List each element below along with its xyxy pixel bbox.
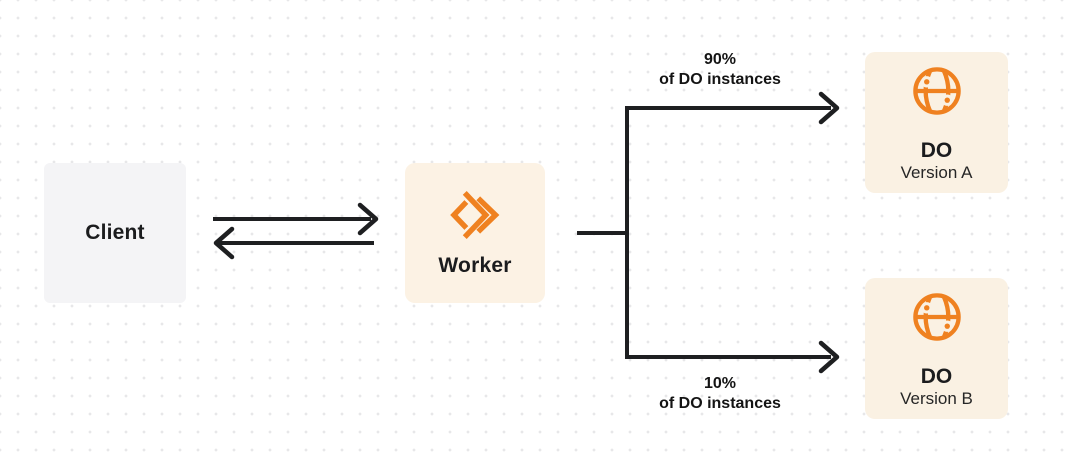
arrowhead-to-version-a-icon [818,91,840,125]
split-caption: of DO instances [659,71,781,88]
client-node: Client [44,163,186,303]
worker-node: Worker [405,163,545,303]
cloudflare-workers-icon [450,190,500,240]
worker-label: Worker [438,254,512,277]
client-label: Client [85,221,145,244]
do-a-title: DO [920,139,953,162]
do-version-a-node: DO Version A [865,52,1008,193]
arrowhead-left-icon [213,226,235,260]
do-b-text: DO Version B [900,366,973,410]
do-b-title: DO [920,365,953,388]
durable-object-globe-icon [912,293,961,341]
do-a-subtitle: Version A [900,163,973,182]
do-b-subtitle: Version B [900,389,973,408]
split-label-10: 10% of DO instances [610,374,830,414]
arrowhead-to-version-b-icon [818,340,840,374]
split-percent: 90% [703,51,737,68]
branch-trunk [625,106,831,359]
arrowhead-right-icon [357,202,379,236]
split-percent: 10% [703,375,737,392]
do-a-text: DO Version A [901,140,973,184]
split-caption: of DO instances [659,395,781,412]
do-version-b-node: DO Version B [865,278,1008,419]
durable-object-globe-icon [912,67,961,115]
split-label-90: 90% of DO instances [610,50,830,90]
